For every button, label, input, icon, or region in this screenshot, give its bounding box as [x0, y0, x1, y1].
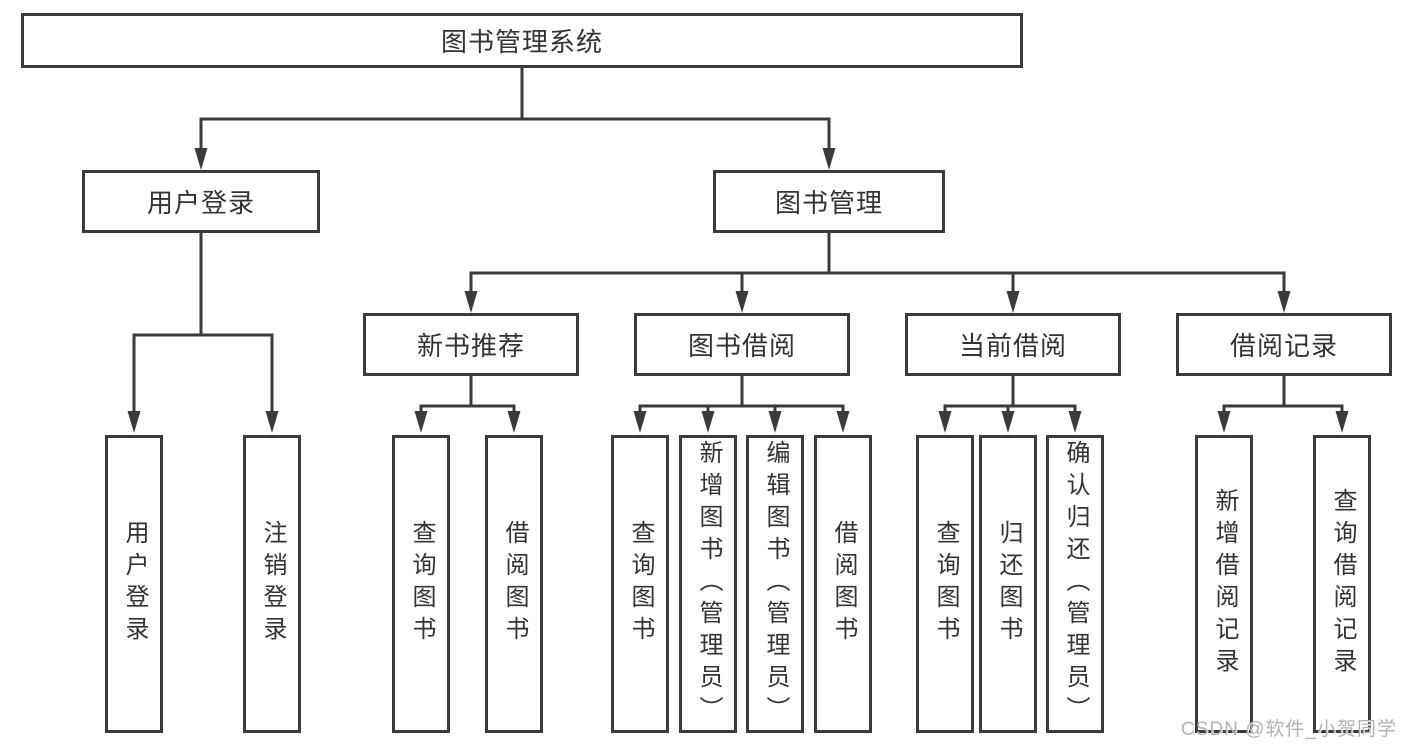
node-label: 查询图书 [932, 520, 959, 648]
node-label: 图书借阅 [687, 331, 796, 361]
leaf-user-login: 用户登录 [105, 435, 163, 733]
leaf-logout: 注销登录 [243, 435, 301, 733]
node-label: 用户登录 [121, 520, 148, 648]
leaf-borrow-books-2: 借阅图书 [814, 435, 872, 733]
node-label: 新增借阅记录 [1211, 488, 1238, 680]
node-library-management-system: 图书管理系统 [21, 13, 1023, 68]
node-user-login-branch: 用户登录 [82, 170, 320, 233]
node-borrow-record: 借阅记录 [1176, 313, 1392, 376]
node-label: 确认归还（管理员） [1062, 440, 1089, 728]
leaf-edit-books-admin: 编辑图书（管理员） [746, 435, 804, 733]
leaf-query-books-3: 查询图书 [916, 435, 974, 733]
node-label: 用户登录 [146, 188, 255, 218]
node-new-book-recommend: 新书推荐 [363, 313, 579, 376]
node-label: 查询借阅记录 [1329, 488, 1356, 680]
leaf-borrow-books-1: 借阅图书 [485, 435, 543, 733]
node-label: 借阅记录 [1229, 331, 1338, 361]
node-label: 归还图书 [995, 520, 1022, 648]
leaf-query-borrow-record: 查询借阅记录 [1313, 435, 1371, 733]
node-label: 新书推荐 [416, 331, 525, 361]
node-label: 编辑图书（管理员） [762, 440, 789, 728]
node-book-borrow: 图书借阅 [634, 313, 850, 376]
leaf-add-borrow-record: 新增借阅记录 [1195, 435, 1253, 733]
node-label: 当前借阅 [958, 331, 1067, 361]
node-label: 注销登录 [259, 520, 286, 648]
node-current-borrow: 当前借阅 [905, 313, 1121, 376]
node-label: 借阅图书 [501, 520, 528, 648]
leaf-add-books-admin: 新增图书（管理员） [679, 435, 737, 733]
node-label: 图书管理系统 [440, 27, 603, 57]
node-label: 查询图书 [408, 520, 435, 648]
node-book-management-branch: 图书管理 [713, 170, 945, 233]
leaf-return-books: 归还图书 [979, 435, 1037, 733]
leaf-query-books-2: 查询图书 [611, 435, 669, 733]
arrowheads [127, 148, 1349, 433]
node-label: 图书管理 [774, 188, 883, 218]
node-label: 查询图书 [627, 520, 654, 648]
csdn-watermark: CSDN @软件_小贺同学 [1181, 719, 1397, 740]
node-label: 新增图书（管理员） [695, 440, 722, 728]
leaf-query-books-1: 查询图书 [392, 435, 450, 733]
node-label: 借阅图书 [830, 520, 857, 648]
leaf-confirm-return-admin: 确认归还（管理员） [1046, 435, 1104, 733]
